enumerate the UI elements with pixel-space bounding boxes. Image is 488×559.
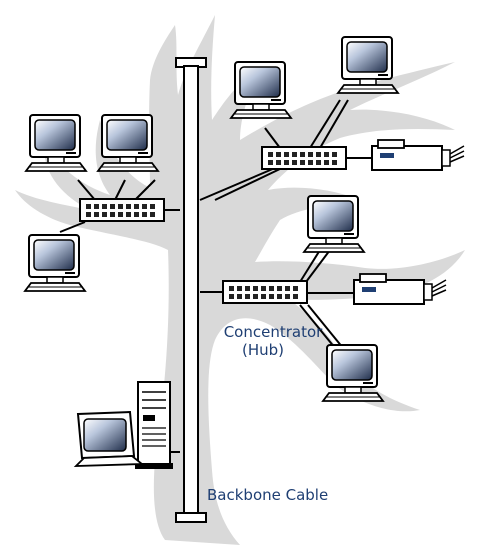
workstation-upper-1-icon xyxy=(230,61,292,119)
server-monitor-icon xyxy=(73,410,145,467)
server-tower-icon xyxy=(135,381,173,469)
hub-upper-right-icon xyxy=(261,146,347,170)
cables xyxy=(59,99,372,453)
workstation-left-top-2-icon xyxy=(97,114,159,172)
backbone-cable xyxy=(175,57,207,523)
concentrator-label-line1: Concentrator xyxy=(223,323,323,341)
backbone-cable-label: Backbone Cable xyxy=(207,486,329,504)
workstation-middle-icon xyxy=(303,195,365,253)
hub-lower-right-icon xyxy=(222,280,308,304)
concentrator-label: Concentrator (Hub) xyxy=(203,323,343,359)
workstation-left-top-1-icon xyxy=(25,114,87,172)
workstation-left-bottom-icon xyxy=(24,234,86,292)
hub-left-icon xyxy=(79,198,165,222)
printer-upper-icon xyxy=(371,139,465,171)
workstation-upper-2-icon xyxy=(337,36,399,94)
concentrator-label-line2: (Hub) xyxy=(241,341,284,359)
